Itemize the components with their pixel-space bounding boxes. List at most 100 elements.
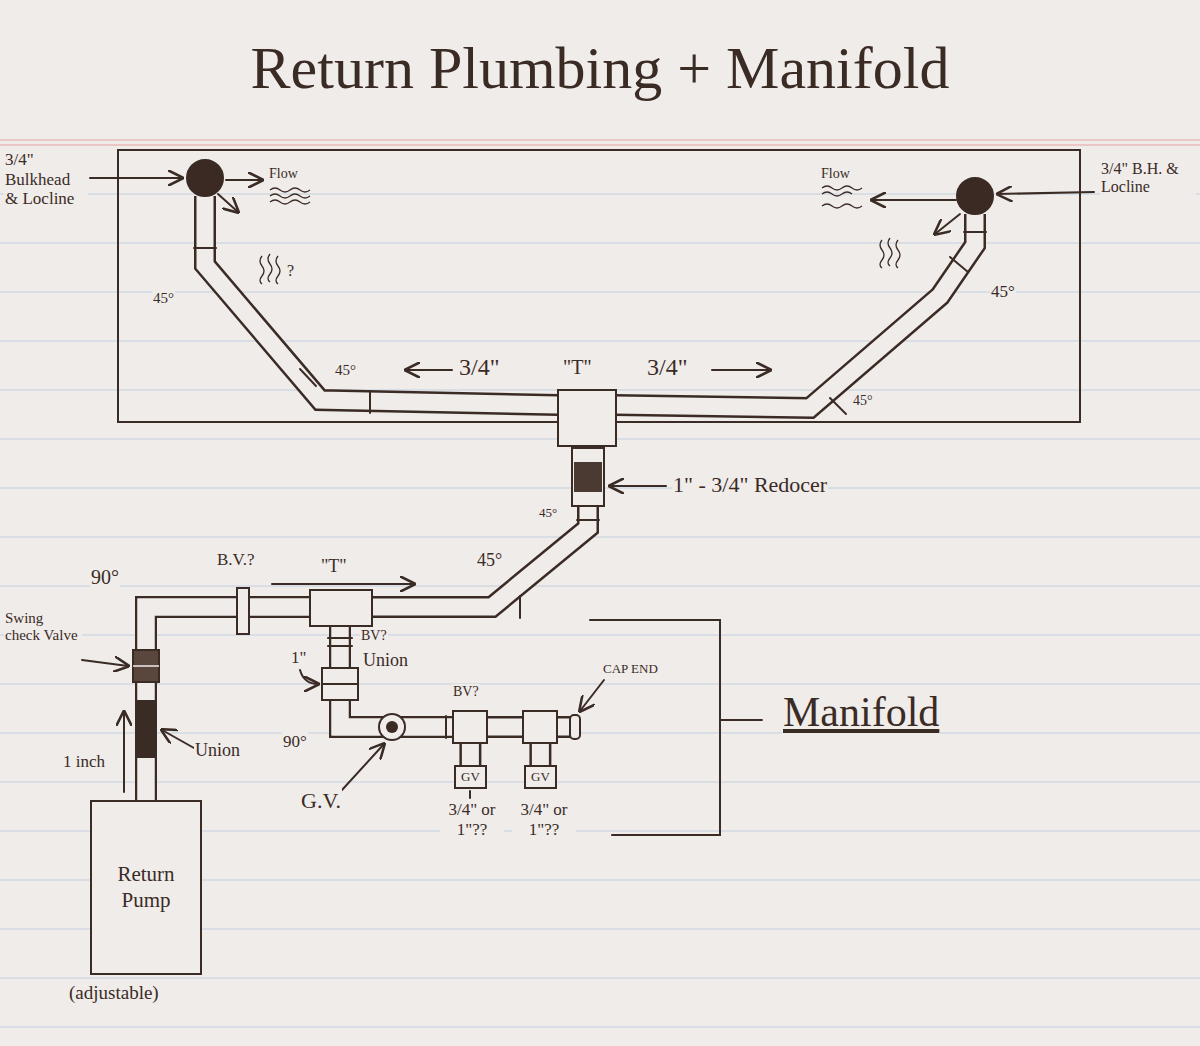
splash-squiggle (276, 256, 280, 284)
note-label: 45° (152, 290, 175, 307)
note-label: Manifold (782, 688, 940, 736)
leader-arrow (406, 369, 452, 371)
fitting-joint (577, 519, 599, 521)
swing-check-valve (133, 650, 159, 682)
reducer-fitting (572, 448, 604, 506)
pipe-bore (205, 196, 558, 405)
manifold-bracket (590, 620, 762, 835)
pipe-bore (146, 607, 540, 800)
ball-valve (328, 645, 352, 647)
pipe-wall (205, 196, 558, 405)
gate-valve (386, 721, 398, 733)
fitting-joint (964, 231, 986, 233)
fitting-joint (194, 232, 986, 618)
flow-waves (270, 186, 862, 208)
ruled-line (0, 194, 1200, 195)
leader-arrow (218, 194, 238, 212)
box-text: GV (461, 769, 480, 785)
ball-valve (445, 716, 447, 738)
note-label: CAP END (602, 662, 659, 677)
leader-arrow (712, 369, 770, 371)
note-label: BV? (360, 628, 388, 644)
fitting-joint (950, 257, 968, 272)
pipe-bore (615, 214, 975, 408)
leader-arrow (162, 730, 194, 748)
note-label: Flow (820, 166, 851, 182)
pipe-bore (205, 196, 975, 727)
note-label: 90° (282, 732, 308, 752)
pipe-bore (540, 719, 572, 736)
valve-stem (469, 791, 471, 798)
union-fitting (322, 668, 358, 700)
ball-valve (445, 716, 447, 738)
note-label: BV? (452, 684, 480, 700)
note-label: "T" (562, 356, 593, 379)
note-label: G.V. (300, 788, 342, 813)
margin-line (0, 139, 1200, 140)
note-label: 3/4" or 1"?? (440, 800, 504, 839)
note-label: 1" - 3/4" Redocer (672, 472, 828, 497)
splash-squiggle (268, 254, 272, 282)
fitting-joint (194, 247, 216, 249)
ruled-line (0, 292, 1200, 293)
note-label: Flow (268, 166, 299, 182)
bulkhead-fitting (957, 178, 993, 214)
ruled-line (0, 586, 1200, 587)
gate-valve (379, 714, 405, 740)
note-label: ? (286, 262, 295, 280)
note-label: 45° (334, 362, 357, 379)
pipe-wall (340, 446, 588, 607)
pipe-wall (540, 716, 572, 738)
note-label: 45° (852, 393, 874, 409)
ruled-line (0, 635, 1200, 636)
splash-squiggle (880, 240, 884, 268)
box-text: GV (531, 769, 550, 785)
reducer-fitting (572, 448, 604, 506)
tee-fitting (310, 590, 372, 626)
ruled-line (0, 978, 1200, 979)
note-label: Union (362, 650, 409, 671)
fitting-joint (519, 596, 521, 618)
leader-arrow (82, 660, 128, 666)
note-label: Union (194, 740, 241, 761)
note-label: 90° (90, 566, 120, 589)
fitting-joint (300, 369, 316, 386)
leader-arrow (342, 744, 384, 790)
ruled-line (0, 1027, 1200, 1028)
splash-squiggle (888, 238, 892, 266)
page-title: Return Plumbing + Manifold (0, 34, 1200, 103)
note-label: "T" (320, 556, 348, 577)
flow-waves (822, 186, 862, 190)
flow-waves (822, 204, 862, 208)
note-label: 3/4" (458, 354, 500, 382)
leader-arrow (300, 670, 318, 684)
pipe-bore (146, 607, 470, 800)
gate-valve (379, 714, 405, 740)
note-label: 3/4" Bulkhead & Locline (4, 150, 88, 209)
gate-valve-box: GV (454, 765, 487, 789)
flow-waves (270, 200, 310, 204)
bulkhead-fitting (187, 160, 223, 196)
note-label: 3/4" or 1"?? (512, 800, 576, 839)
union-fitting (322, 683, 358, 685)
pipe-wall (205, 196, 975, 727)
ruled-line (0, 439, 1200, 440)
swing-check-valve (133, 650, 159, 682)
note-label: 1" (290, 648, 307, 668)
ruled-line (0, 390, 1200, 391)
margin-line (0, 140, 1200, 145)
pipe-bore (340, 446, 588, 607)
leader-arrow (82, 178, 1094, 792)
ruled-line (0, 782, 1200, 783)
reducer-fitting (574, 462, 602, 492)
note-label: Swing check Valve (4, 610, 82, 645)
flow-waves (270, 194, 310, 198)
tee-fitting (558, 390, 616, 446)
note-label: 3/4" (646, 354, 688, 382)
ball-valve (237, 588, 249, 634)
flow-waves (822, 192, 852, 196)
union-fitting (322, 668, 358, 700)
